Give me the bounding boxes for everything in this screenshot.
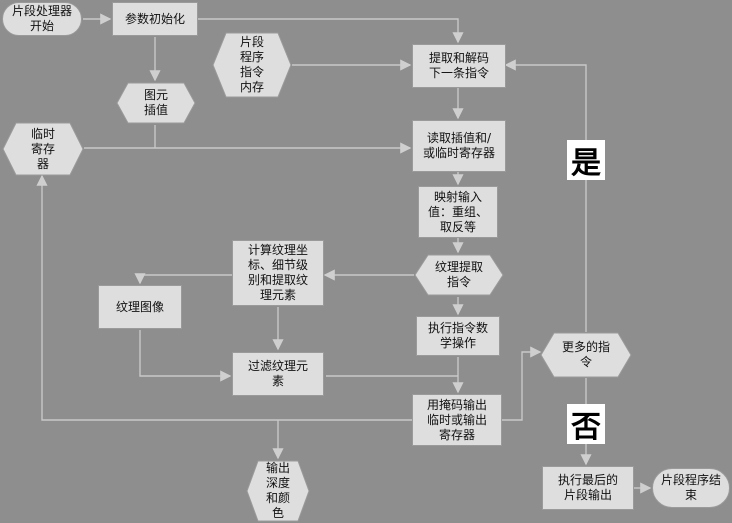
- temp-registers-label: 临时 寄存 器: [30, 126, 55, 171]
- program-memory-hexagon: 片段 程序 指令 内存: [212, 32, 292, 98]
- texture-image-box: 纹理图像: [98, 285, 182, 329]
- arrow-image-to-filter: [139, 330, 232, 382]
- read-interp-box: 读取插值和/ 或临时寄存器: [412, 120, 506, 172]
- primitive-interp-label: 图元 插值: [143, 88, 168, 117]
- compute-texcoord-box: 计算纹理坐 标、细节级 别和提取纹 理元素: [232, 240, 324, 306]
- arrow-write-to-temp: [36, 174, 412, 421]
- yes-label: 是: [567, 140, 605, 181]
- program-end-label: 片段程序结 束: [660, 473, 721, 502]
- program-end-node: 片段程序结 束: [652, 468, 730, 508]
- filter-texels-box: 过滤纹理元 素: [232, 352, 324, 396]
- start-label: 片段处理器 开始: [11, 4, 72, 33]
- param-init-label: 参数初始化: [124, 11, 185, 26]
- texture-fetch-label: 纹理提取 指令: [434, 260, 483, 289]
- execute-math-box: 执行指令数 学操作: [416, 316, 500, 356]
- arrow-init-to-fetch: [198, 18, 464, 44]
- arrow-write-to-more: [502, 346, 542, 421]
- output-depth-color-label: 输出 深度 和颜 色: [265, 461, 290, 520]
- execute-math-label: 执行指令数 学操作: [427, 321, 488, 350]
- program-memory-label: 片段 程序 指令 内存: [239, 35, 264, 94]
- primitive-interp-hexagon: 图元 插值: [116, 82, 196, 124]
- final-output-label: 执行最后的 片段输出: [557, 473, 618, 502]
- map-input-box: 映射输入 值：重组、 取反等: [418, 186, 498, 238]
- texture-image-label: 纹理图像: [115, 299, 164, 314]
- output-depth-color-hexagon: 输出 深度 和颜 色: [246, 460, 310, 522]
- write-output-box: 用掩码输出 临时或输出 寄存器: [412, 394, 502, 446]
- fetch-decode-label: 提取和解码 下一条指令: [428, 51, 489, 80]
- filter-texels-label: 过滤纹理元 素: [247, 359, 308, 388]
- more-instructions-label: 更多的指 令: [561, 340, 610, 369]
- fetch-decode-box: 提取和解码 下一条指令: [412, 44, 506, 88]
- start-node: 片段处理器 开始: [2, 2, 82, 36]
- final-output-box: 执行最后的 片段输出: [542, 466, 634, 510]
- arrow-compute-to-image: [134, 273, 232, 285]
- no-label: 否: [567, 404, 605, 445]
- temp-registers-hexagon: 临时 寄存 器: [2, 122, 84, 176]
- param-init-box: 参数初始化: [112, 2, 198, 36]
- more-instructions-hexagon: 更多的指 令: [540, 332, 632, 378]
- map-input-label: 映射输入 值：重组、 取反等: [427, 189, 488, 234]
- arrow-more-to-fetch-yes: [504, 59, 587, 332]
- texture-fetch-hexagon: 纹理提取 指令: [414, 254, 504, 296]
- compute-texcoord-label: 计算纹理坐 标、细节级 别和提取纹 理元素: [247, 243, 308, 302]
- write-output-label: 用掩码输出 临时或输出 寄存器: [426, 397, 487, 442]
- read-interp-label: 读取插值和/ 或临时寄存器: [422, 131, 495, 160]
